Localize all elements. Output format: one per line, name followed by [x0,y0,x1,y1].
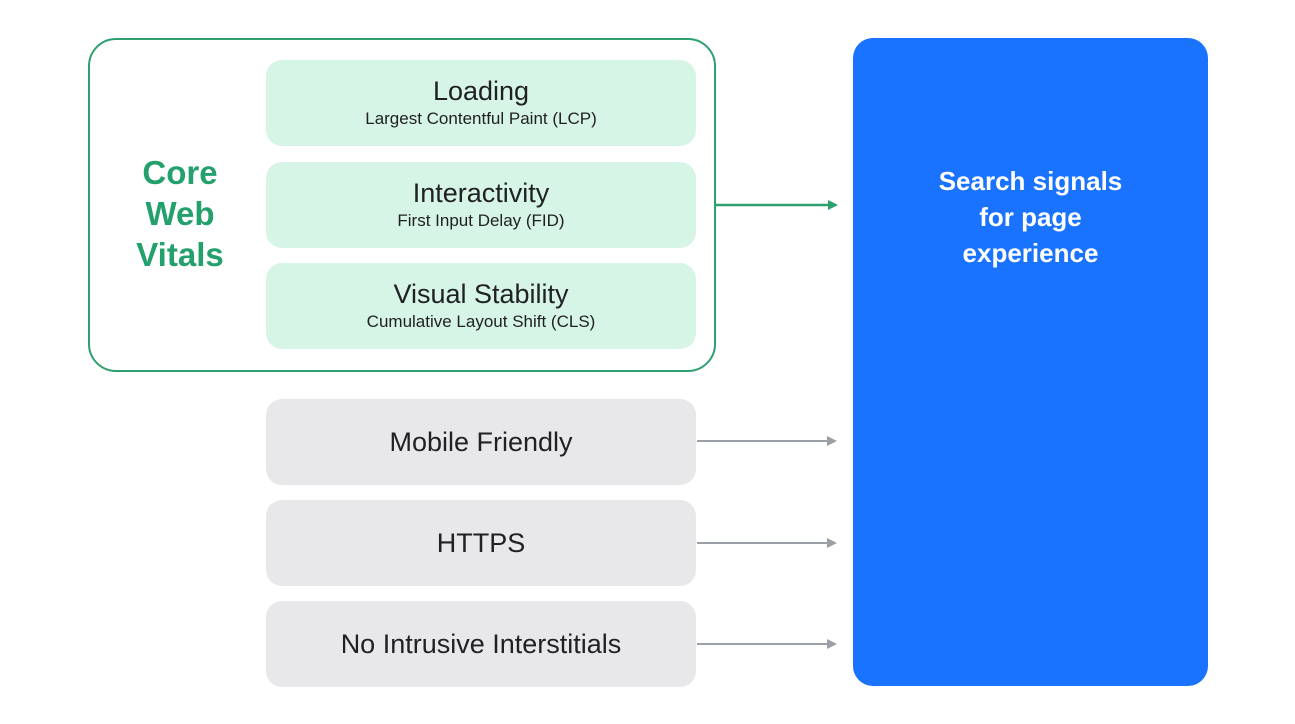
signal-https: HTTPS [266,500,696,586]
metric-visual-stability-box: Visual Stability Cumulative Layout Shift… [266,263,696,349]
metric-visual-stability-subtitle: Cumulative Layout Shift (CLS) [366,312,596,331]
metric-loading-subtitle: Largest Contentful Paint (LCP) [365,109,597,128]
core-web-vitals-group [88,38,716,372]
signal-mobile-friendly: Mobile Friendly [266,399,696,485]
metric-interactivity-subtitle: First Input Delay (FID) [397,211,565,230]
core-web-vitals-title: Core Web Vitals [136,154,224,273]
page-experience-box: Search signals for page experience [853,38,1208,686]
metric-loading-title: Loading [432,76,530,106]
metric-loading-box: Loading Largest Contentful Paint (LCP) [266,60,696,146]
metric-interactivity-title: Interactivity [412,178,550,208]
metric-visual-stability-title: Visual Stability [393,279,569,309]
metric-interactivity-box: Interactivity First Input Delay (FID) [266,162,696,248]
page-experience-label: Search signals for page experience [938,166,1123,268]
signal-no-intrusive-interstitials: No Intrusive Interstitials [266,601,696,687]
